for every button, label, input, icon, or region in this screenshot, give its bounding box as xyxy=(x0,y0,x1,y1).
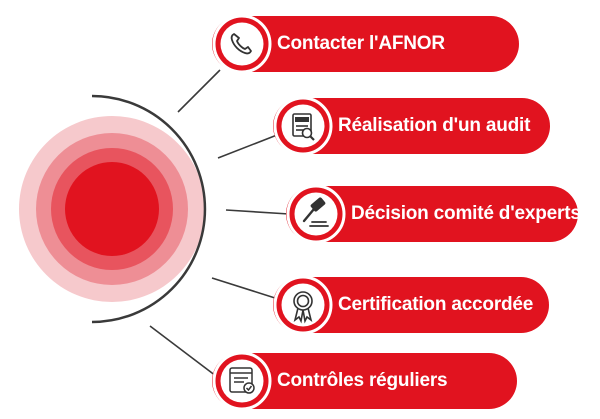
connector-lines xyxy=(149,69,290,377)
checklist-icon xyxy=(229,367,255,394)
step-pill xyxy=(273,98,550,154)
connector-1 xyxy=(177,69,221,113)
step-pill xyxy=(273,277,549,333)
audit-document-icon xyxy=(292,113,315,141)
award-ribbon-icon xyxy=(293,291,313,324)
connector-2 xyxy=(217,134,278,159)
phone-icon xyxy=(230,33,252,55)
step-controles xyxy=(212,351,517,411)
step-pill xyxy=(212,16,519,72)
step-label-controles: Contrôles réguliers xyxy=(277,370,448,391)
icon-badge xyxy=(220,22,264,66)
connector-3 xyxy=(225,209,290,215)
step-pill xyxy=(212,353,517,409)
step-contacter xyxy=(212,14,519,74)
step-certification xyxy=(273,275,549,335)
step-pill xyxy=(286,186,578,242)
step-label-audit: Réalisation d'un audit xyxy=(338,115,531,136)
step-decision xyxy=(286,184,578,244)
connector-4 xyxy=(211,277,276,299)
target-circles xyxy=(19,116,205,302)
step-label-contacter: Contacter l'AFNOR xyxy=(277,33,445,54)
connector-5 xyxy=(149,325,217,377)
step-label-decision: Décision comité d'experts xyxy=(351,203,581,224)
hub-arc xyxy=(91,94,207,324)
icon-badge xyxy=(220,359,264,403)
icon-badge xyxy=(294,192,338,236)
icon-badge xyxy=(281,283,325,327)
gavel-icon xyxy=(302,197,329,227)
step-audit xyxy=(273,96,550,156)
target-core xyxy=(65,162,159,256)
step-label-certification: Certification accordée xyxy=(338,294,534,315)
